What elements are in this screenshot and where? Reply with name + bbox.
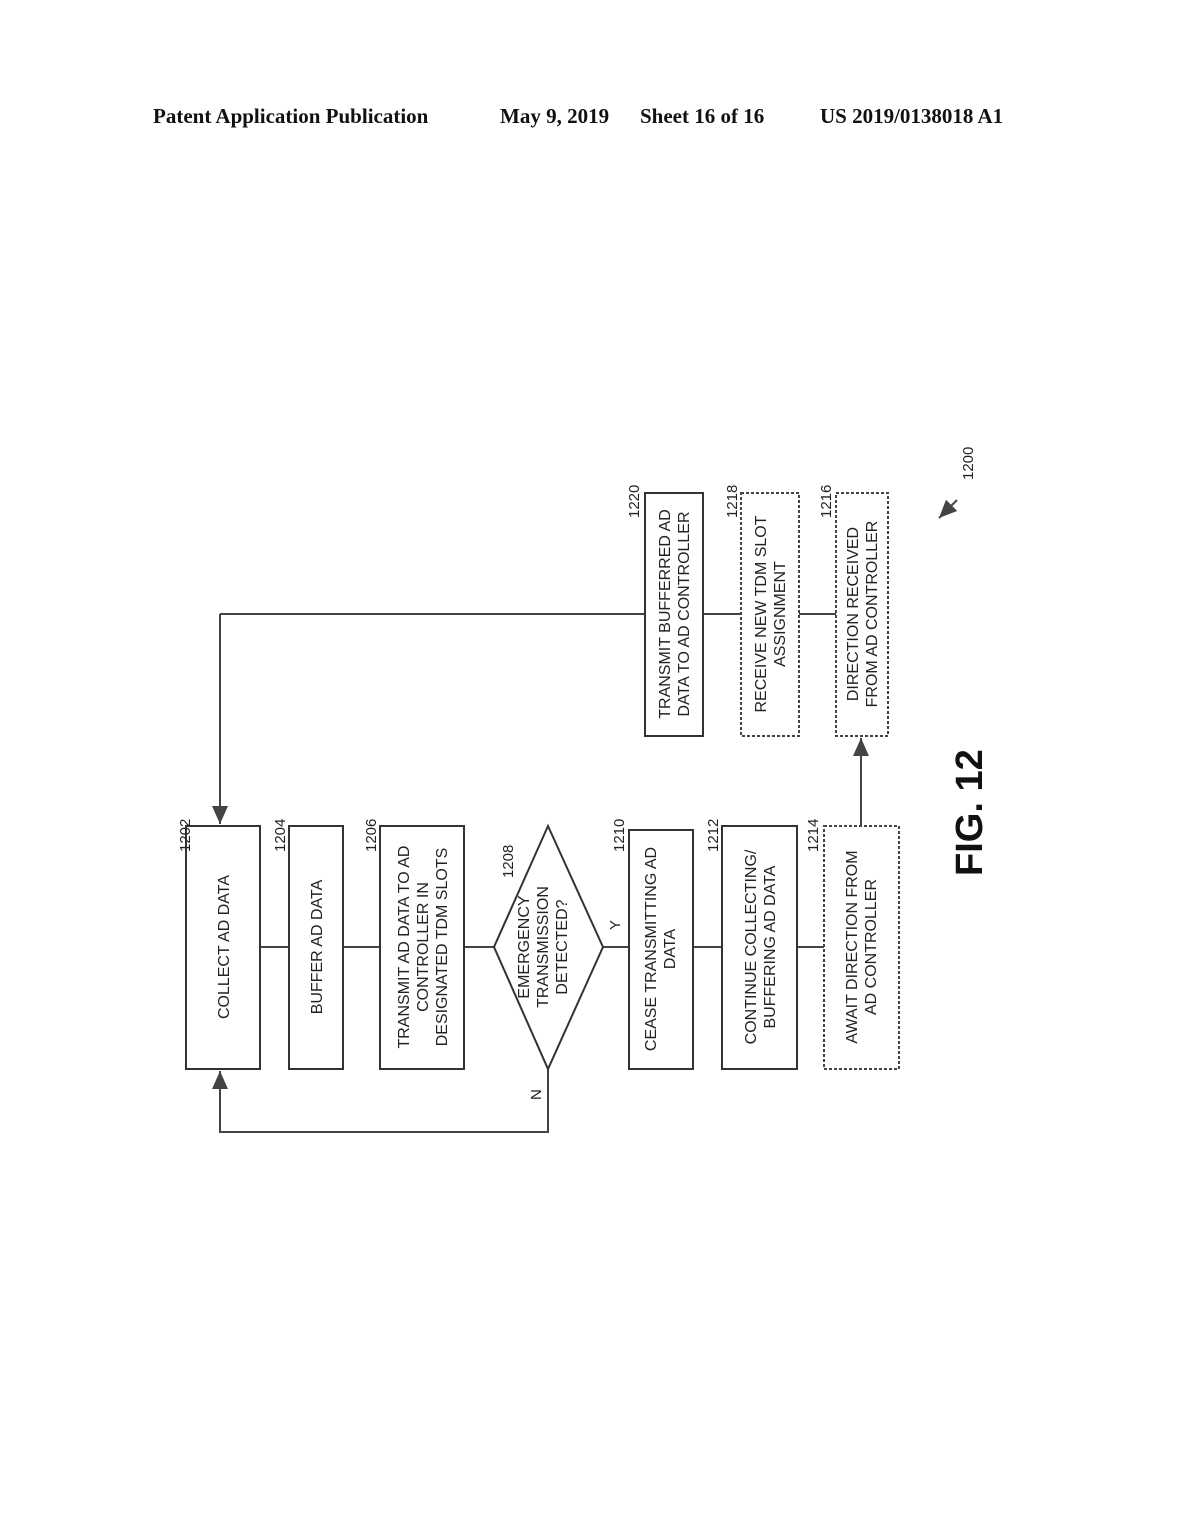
step-1210-box (628, 829, 694, 1070)
ref-1216: 1216 (818, 485, 835, 518)
step-1202-box (185, 825, 261, 1070)
step-1220-text: DATA TO AD CONTROLLER (676, 511, 693, 716)
step-1206-text: TRANSMIT AD DATA TO AD (396, 845, 413, 1048)
ref-1204: 1204 (272, 819, 289, 852)
step-1218-text: RECEIVE NEW TDM SLOT (753, 515, 770, 712)
decision-1208-text: TRANSMISSION (535, 886, 552, 1008)
step-1220-text: TRANSMIT BUFFERRED AD (657, 509, 674, 719)
step-1206-text: CONTROLLER IN (415, 882, 432, 1012)
step-1220-box (644, 492, 704, 737)
step-1206-text: DESIGNATED TDM SLOTS (434, 848, 451, 1047)
ref-1218: 1218 (724, 485, 741, 518)
step-1210-text: CEASE TRANSMITTING AD (643, 847, 660, 1051)
step-1216-text: DIRECTION RECEIVED (845, 527, 862, 701)
step-1212-text: CONTINUE COLLECTING/ (743, 849, 760, 1044)
ref-1212: 1212 (705, 819, 722, 852)
publication-date: May 9, 2019 (500, 104, 610, 128)
figure-label: FIG. 12 (949, 749, 991, 876)
step-1204-text: BUFFER AD DATA (309, 879, 326, 1014)
step-1218-box (740, 492, 800, 737)
decision-1208-diamond (492, 823, 605, 1072)
figure-ref: 1200 (960, 447, 977, 480)
ref-1206: 1206 (363, 819, 380, 852)
step-1206-box (379, 825, 465, 1070)
ref-1220: 1220 (626, 485, 643, 518)
step-1210-text: DATA (662, 929, 679, 970)
decision-1208-text: DETECTED? (554, 899, 571, 994)
figure-ref-arrow (938, 499, 958, 519)
publication-number: US 2019/0138018 A1 (820, 104, 1004, 128)
no-label: N (528, 1089, 545, 1100)
step-1212-box (721, 825, 798, 1070)
ref-1202: 1202 (177, 819, 194, 852)
step-1202-text: COLLECT AD DATA (216, 875, 233, 1019)
step-1214-box (823, 825, 900, 1070)
step-1204-box (288, 825, 344, 1070)
no-loop-arrow (212, 1069, 549, 1133)
yes-label: Y (607, 920, 624, 930)
ref-1214: 1214 (805, 819, 822, 852)
sheet-number: Sheet 16 of 16 (640, 104, 765, 128)
step-1216-box (835, 492, 889, 737)
decision-1208-text: EMERGENCY (516, 895, 533, 998)
step-1214-text: AD CONTROLLER (863, 879, 880, 1015)
step-1216-text: FROM AD CONTROLLER (864, 521, 881, 708)
step-1218-text: ASSIGNMENT (772, 561, 789, 667)
step-1212-text: BUFFERING AD DATA (762, 865, 779, 1028)
ref-1208: 1208 (500, 845, 517, 878)
publication-type: Patent Application Publication (153, 104, 429, 128)
ref-1210: 1210 (611, 819, 628, 852)
step-1214-text: AWAIT DIRECTION FROM (844, 850, 861, 1043)
